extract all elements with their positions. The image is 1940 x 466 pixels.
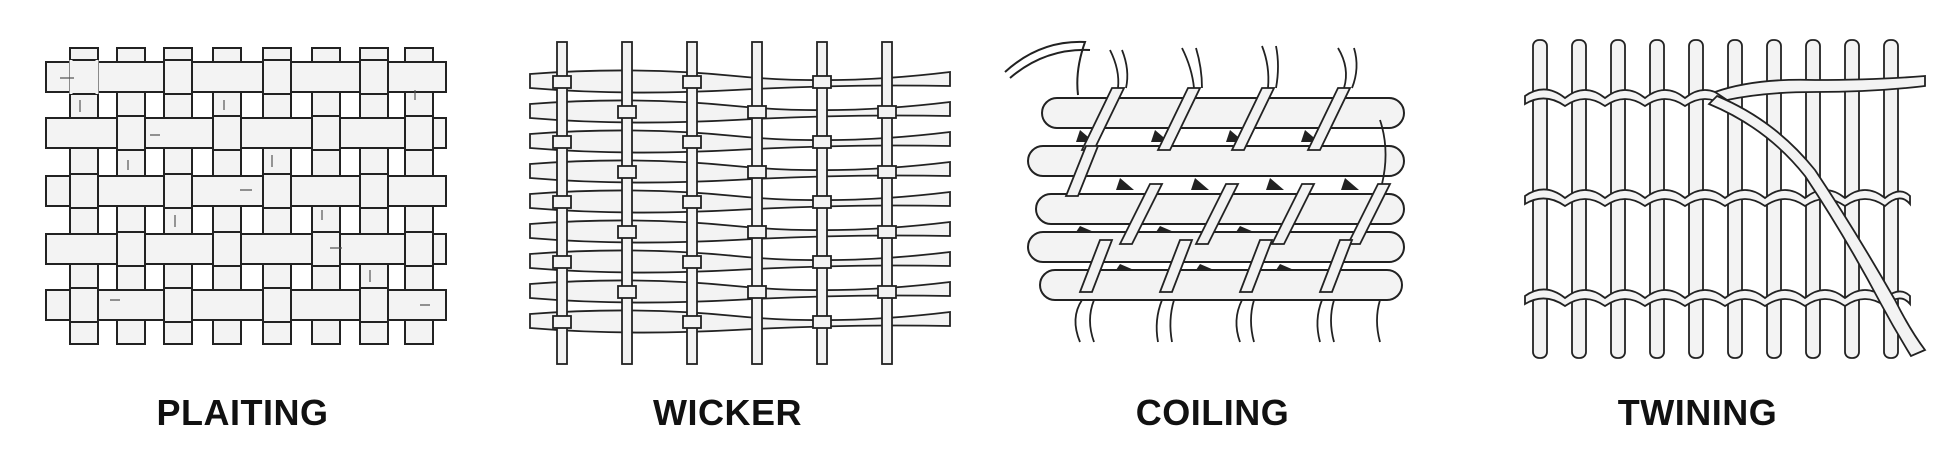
label-wicker: WICKER xyxy=(653,392,802,433)
label-coiling: COILING xyxy=(1135,392,1290,433)
label-plaiting: PLAITING xyxy=(156,392,329,433)
panel-plaiting: PLAITING xyxy=(0,0,485,466)
panel-wicker: WICKER xyxy=(485,0,970,466)
panel-twining: TWINING xyxy=(1455,0,1940,466)
label-twining: TWINING xyxy=(1617,392,1778,433)
twining-weave-illustration xyxy=(1524,39,1927,359)
coiling-weave-illustration xyxy=(1004,40,1405,343)
wicker-weave-illustration xyxy=(529,41,951,365)
plaiting-weave-illustration xyxy=(45,47,447,345)
panel-coiling: COILING xyxy=(970,0,1455,466)
